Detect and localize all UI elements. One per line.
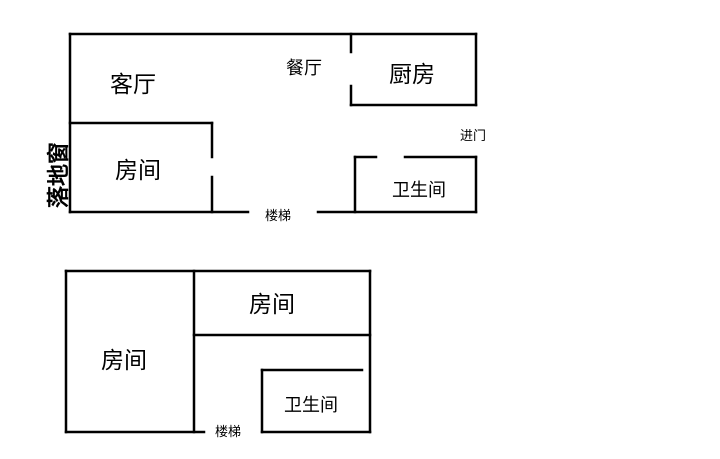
large-bedroom-label: 房间 bbox=[101, 348, 147, 374]
stairs-label-upper: 楼梯 bbox=[265, 209, 291, 224]
stairs-label-lower: 楼梯 bbox=[215, 425, 241, 440]
small-bedroom-label: 房间 bbox=[249, 292, 295, 318]
bathroom-label-lower: 卫生间 bbox=[284, 395, 338, 416]
kitchen-label: 厨房 bbox=[389, 62, 435, 88]
living-room-label: 客厅 bbox=[110, 72, 156, 98]
entrance-label: 进门 bbox=[460, 129, 486, 144]
window-label: 落地窗 bbox=[46, 142, 72, 208]
upper-floor-walls bbox=[68, 32, 478, 214]
bathroom-label-upper: 卫生间 bbox=[392, 180, 446, 201]
dining-room-label: 餐厅 bbox=[286, 58, 322, 79]
bedroom-label: 房间 bbox=[115, 158, 161, 184]
lower-floor-walls bbox=[64, 269, 372, 434]
